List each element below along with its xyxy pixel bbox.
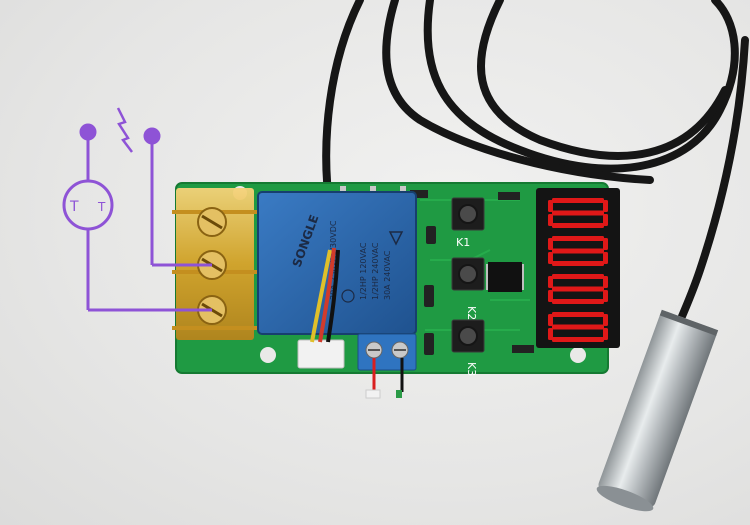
source-node <box>79 123 97 141</box>
segment-f <box>548 238 553 250</box>
segment-e <box>548 252 553 264</box>
jst-connector <box>297 247 345 369</box>
segment-c <box>603 290 608 302</box>
button-k1-label: K1 <box>456 236 470 249</box>
seven-segment-display <box>536 188 620 348</box>
segment-g <box>552 210 604 216</box>
relay-rating-2: 1/2HP 120VAC <box>359 242 368 300</box>
svg-text:T: T <box>97 200 106 214</box>
button-k3[interactable]: K3 <box>451 319 485 376</box>
segment-d <box>552 337 604 342</box>
segment-e <box>548 328 553 340</box>
relay-rating-3: 1/2HP 240VAC <box>371 242 380 300</box>
segment-e <box>548 214 553 226</box>
svg-text:T: T <box>69 199 79 215</box>
segment-b <box>603 200 608 212</box>
segment-f <box>548 276 553 288</box>
segment-f <box>548 314 553 326</box>
relay-rating-4: 30A 240VAC <box>383 250 392 300</box>
button-k2-label: K2 <box>465 306 478 320</box>
segment-d <box>552 299 604 304</box>
display-digit <box>548 312 608 342</box>
segment-e <box>548 290 553 302</box>
segment-c <box>603 214 608 226</box>
segment-c <box>603 328 608 340</box>
segment-g <box>552 248 604 254</box>
segment-d <box>552 223 604 228</box>
segment-d <box>552 261 604 266</box>
segment-b <box>603 238 608 250</box>
segment-b <box>603 276 608 288</box>
button-k3-label: K3 <box>465 362 478 376</box>
button-k2[interactable]: K2 <box>451 257 485 320</box>
segment-f <box>548 200 553 212</box>
terminal-screw-1 <box>197 207 227 237</box>
segment-a <box>552 236 604 241</box>
segment-b <box>603 314 608 326</box>
temperature-probe <box>596 309 719 512</box>
segment-a <box>552 274 604 279</box>
display-digit <box>548 198 608 228</box>
wiring-diagram-overlay: T T <box>62 107 212 312</box>
display-digit <box>548 236 608 266</box>
ac-source-icon: T T <box>62 179 114 231</box>
segment-c <box>603 252 608 264</box>
segment-g <box>552 324 604 330</box>
segment-g <box>552 286 604 292</box>
load-node <box>143 127 161 145</box>
lightning-icon <box>116 107 133 153</box>
display-digit <box>548 274 608 304</box>
segment-a <box>552 198 604 203</box>
segment-a <box>552 312 604 317</box>
power-terminal <box>357 333 417 399</box>
mcu-chip <box>488 262 522 292</box>
button-k1[interactable]: K1 <box>451 197 485 249</box>
